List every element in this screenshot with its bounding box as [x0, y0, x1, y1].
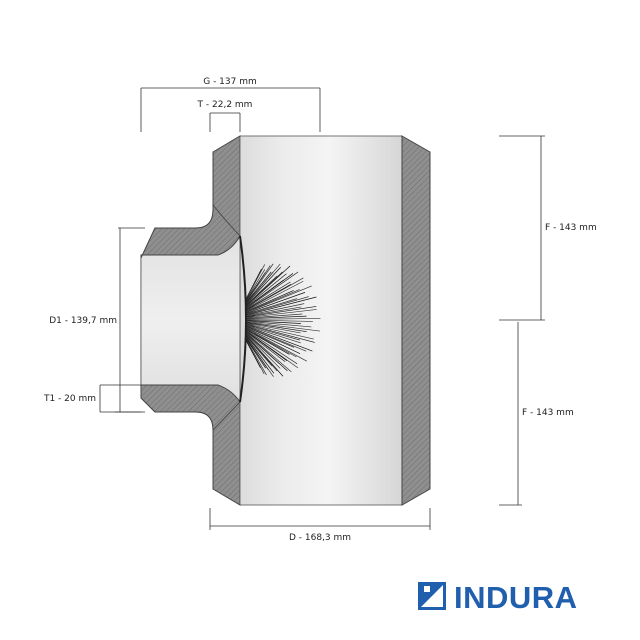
- dimension-f-upper-label: F - 143 mm: [545, 223, 597, 233]
- brand-name: INDURA: [454, 580, 578, 615]
- weld-stroke: [245, 328, 297, 358]
- weld-stroke: [245, 296, 317, 316]
- weld-stroke: [245, 281, 291, 310]
- weld-stroke: [245, 285, 312, 314]
- weld-stroke: [245, 326, 307, 352]
- weld-stroke: [245, 283, 292, 311]
- weld-stroke: [245, 269, 266, 301]
- weld-stroke: [245, 321, 320, 332]
- weld-stroke: [245, 334, 284, 377]
- weld-stroke: [245, 340, 261, 368]
- weld-stroke: [245, 329, 290, 355]
- weld-stroke: [245, 271, 283, 306]
- dimension-t: T - 22,2 mm: [197, 100, 253, 132]
- weld-stroke: [245, 318, 321, 320]
- weld-stroke: [245, 315, 307, 320]
- weld-stroke: [245, 322, 301, 334]
- weld-stroke: [245, 263, 281, 305]
- weld-stroke: [245, 332, 292, 373]
- weld-stroke: [245, 325, 301, 344]
- indura-logo: INDURA: [418, 580, 578, 615]
- weld-stroke: [245, 333, 280, 364]
- weld-stroke: [245, 324, 301, 341]
- weld-stroke: [245, 263, 274, 303]
- weld-stroke: [245, 303, 305, 317]
- branch-wall-bottom: [140, 384, 241, 432]
- weld-stroke: [245, 326, 295, 348]
- weld-stroke: [245, 320, 301, 324]
- weld-stroke: [245, 277, 304, 311]
- weld-stroke: [245, 329, 298, 365]
- weld-stroke: [245, 266, 281, 305]
- weld-stroke: [245, 331, 286, 362]
- weld-stroke: [245, 273, 287, 308]
- weld-stroke: [245, 290, 294, 312]
- dimension-t-label: T - 22,2 mm: [197, 100, 253, 110]
- weld-stroke: [245, 275, 278, 306]
- dimension-t1: T1 - 20 mm: [43, 384, 141, 413]
- indura-logo-mark-icon: [418, 582, 446, 610]
- weld-stroke: [245, 335, 273, 367]
- dimension-d: D - 168,3 mm: [209, 508, 431, 543]
- weld-stroke: [245, 330, 299, 369]
- dimension-d-label: D - 168,3 mm: [289, 533, 351, 543]
- branch-wall-top: [140, 203, 241, 259]
- dimension-g: G - 137 mm: [140, 77, 321, 132]
- dimension-f-lower-label: F - 143 mm: [522, 408, 574, 418]
- weld-stroke: [245, 322, 307, 333]
- dimension-t1-label: T1 - 20 mm: [43, 394, 96, 404]
- weld-stroke: [245, 271, 272, 303]
- weld-stroke: [245, 280, 304, 312]
- weld-stroke: [245, 273, 294, 309]
- weld-stroke: [245, 265, 291, 307]
- weld-stroke: [245, 268, 262, 300]
- weld-stroke: [245, 331, 288, 361]
- weld-stroke: [245, 328, 307, 362]
- weld-seam-line: [239, 235, 247, 403]
- weld-stroke: [245, 296, 309, 315]
- weld-stroke: [245, 265, 271, 302]
- weld-stroke: [245, 323, 315, 343]
- weld-stroke: [245, 289, 300, 313]
- dimension-d1: D1 - 139,7 mm: [49, 227, 145, 413]
- run-wall-right: [401, 135, 431, 506]
- weld-stroke: [245, 292, 306, 314]
- weld-seam-graphic: [239, 235, 321, 403]
- weld-stroke: [245, 327, 301, 354]
- weld-stroke: [245, 306, 302, 317]
- weld-stroke: [245, 319, 313, 322]
- weld-stroke: [245, 338, 266, 369]
- weld-stroke: [245, 264, 266, 300]
- weld-stroke: [245, 337, 269, 370]
- weld-stroke: [245, 298, 297, 315]
- branch-bore: [140, 234, 241, 404]
- weld-stroke: [245, 335, 278, 372]
- weld-stroke: [245, 336, 275, 374]
- weld-stroke: [245, 306, 317, 318]
- dimension-d1-label: D1 - 139,7 mm: [49, 316, 117, 326]
- weld-stroke: [245, 309, 317, 318]
- dimension-f-lower: F - 143 mm: [499, 322, 574, 506]
- weld-stroke: [245, 325, 313, 352]
- dimension-g-label: G - 137 mm: [203, 77, 257, 87]
- weld-stroke: [245, 313, 303, 319]
- dimension-f-upper: F - 143 mm: [499, 135, 597, 321]
- weld-stroke: [245, 339, 267, 376]
- weld-stroke: [245, 323, 314, 340]
- weld-stroke: [245, 334, 281, 369]
- weld-stroke: [245, 271, 299, 309]
- weld-stroke: [245, 320, 312, 328]
